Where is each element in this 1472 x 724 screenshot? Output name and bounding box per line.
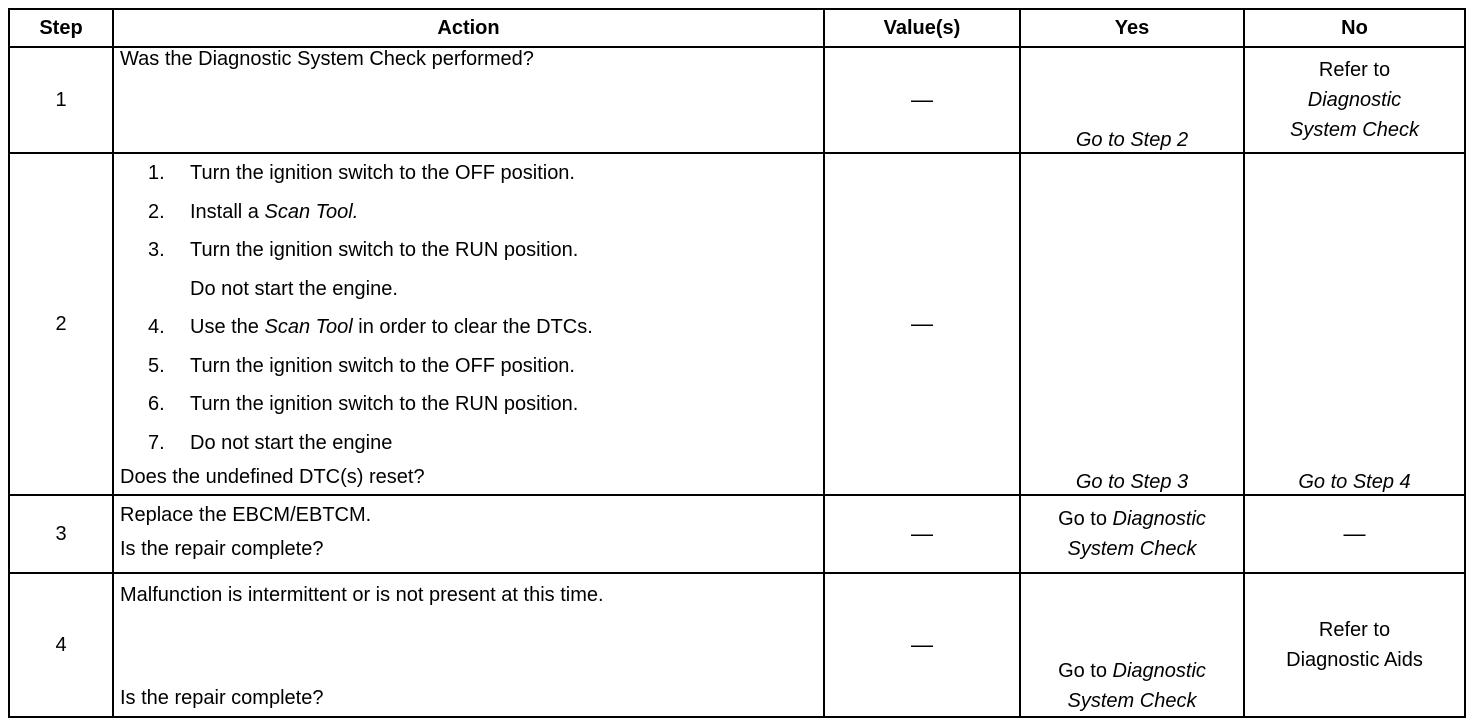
value-cell: — [823, 152, 1021, 496]
yes-cell: Go to Diagnostic System Check [1019, 494, 1245, 574]
item-text: Install a [190, 200, 265, 223]
table-row: 4 Malfunction is intermittent or is not … [8, 572, 1466, 718]
action-text: Malfunction is intermittent or is not pr… [120, 584, 604, 606]
list-item: Do not start the engine. [120, 270, 817, 309]
item-emphasis: Scan Tool. [264, 200, 359, 223]
procedure-list: 1. Turn the ignition switch to the OFF po… [120, 154, 817, 462]
header-no: No [1243, 8, 1466, 48]
yes-prefix: Go to [1058, 660, 1113, 682]
item-number: 7. [148, 431, 165, 454]
yes-link-text: System Check [1067, 690, 1197, 712]
action-cell: Was the Diagnostic System Check performe… [112, 46, 825, 154]
value-cell: — [823, 494, 1021, 574]
list-item: 7. Do not start the engine [120, 424, 817, 463]
item-number: 6. [148, 393, 165, 415]
item-text: Turn the ignition switch to the OFF posi… [190, 162, 575, 184]
action-question: Does the undefined DTC(s) reset? [120, 466, 425, 488]
value-cell: — [823, 46, 1021, 154]
yes-text: Go to Diagnostic [1027, 656, 1237, 686]
no-text: Refer to [1318, 619, 1391, 641]
table-row: 1 Was the Diagnostic System Check perfor… [8, 46, 1466, 154]
step-number: 4 [8, 572, 114, 718]
step-number: 1 [8, 46, 114, 154]
header-step: Step [8, 8, 114, 48]
no-link-text: Diagnostic [1307, 89, 1402, 111]
action-question: Is the repair complete? [120, 538, 324, 560]
action-question: Is the repair complete? [120, 687, 324, 709]
action-text: Replace the EBCM/EBTCM. [120, 504, 372, 526]
item-number: 4. [148, 316, 165, 338]
list-item: 3. Turn the ignition switch to the RUN po… [120, 231, 817, 270]
item-number: 2. [148, 200, 165, 223]
value-cell: — [823, 572, 1021, 718]
action-cell: Replace the EBCM/EBTCM. Is the repair co… [112, 494, 825, 574]
yes-link-text: Diagnostic [1112, 508, 1206, 530]
no-text: Diagnostic Aids [1286, 649, 1423, 671]
item-text: Do not start the engine. [190, 277, 398, 300]
item-number: 3. [148, 239, 165, 261]
yes-link-text: System Check [1067, 538, 1197, 560]
yes-prefix: Go to [1058, 508, 1113, 530]
list-item: 5. Turn the ignition switch to the OFF po… [120, 347, 817, 386]
step-number: 2 [8, 152, 114, 496]
no-cell: — [1243, 494, 1466, 574]
yes-text: Go to Diagnostic [1027, 504, 1237, 534]
item-text: in order to clear the DTCs. [352, 316, 593, 338]
action-text: Was the Diagnostic System Check performe… [120, 48, 534, 70]
list-item: 1. Turn the ignition switch to the OFF po… [120, 154, 817, 193]
no-cell: Go to Step 4 [1243, 152, 1466, 496]
item-number: 5. [148, 354, 165, 377]
diagnostic-table: Step Action Value(s) Yes No 1 Was the Di… [8, 8, 1466, 718]
item-text: Use the [190, 316, 265, 338]
header-value: Value(s) [823, 8, 1021, 48]
header-yes: Yes [1019, 8, 1245, 48]
yes-cell: Go to Step 3 [1019, 152, 1245, 496]
yes-link-text: Diagnostic [1112, 660, 1206, 682]
list-item: 6. Turn the ignition switch to the RUN po… [120, 385, 817, 424]
header-row: Step Action Value(s) Yes No [8, 8, 1466, 48]
action-cell: 1. Turn the ignition switch to the OFF po… [112, 152, 825, 496]
header-action: Action [112, 8, 825, 48]
no-text: Refer to [1318, 59, 1391, 81]
step-number: 3 [8, 494, 114, 574]
item-text: Do not start the engine [190, 431, 393, 454]
action-cell: Malfunction is intermittent or is not pr… [112, 572, 825, 718]
list-item: 2. Install a Scan Tool. [120, 193, 817, 232]
no-cell: Refer to Diagnostic System Check [1243, 46, 1466, 154]
item-text: Turn the ignition switch to the RUN posi… [190, 239, 579, 261]
no-link-text: System Check [1290, 119, 1419, 141]
list-item: 4. Use the Scan Tool in order to clear th… [120, 308, 817, 347]
yes-cell: Go to Diagnostic System Check [1019, 572, 1245, 718]
yes-cell: Go to Step 2 [1019, 46, 1245, 154]
table-row: 3 Replace the EBCM/EBTCM. Is the repair … [8, 494, 1466, 574]
table-row: 2 1. Turn the ignition switch to the OFF … [8, 152, 1466, 496]
item-number: 1. [148, 162, 165, 184]
no-cell: Refer to Diagnostic Aids [1243, 572, 1466, 718]
item-text: Turn the ignition switch to the OFF posi… [190, 354, 575, 377]
item-text: Turn the ignition switch to the RUN posi… [190, 393, 579, 415]
item-emphasis: Scan Tool [264, 316, 353, 338]
